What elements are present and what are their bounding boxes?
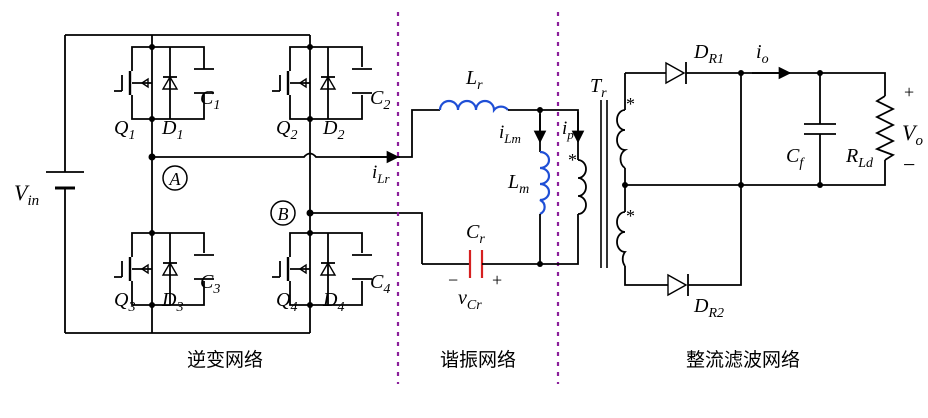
rectifier-filter-network: * Tr * * DR1 io DR2 xyxy=(568,41,923,321)
dc-source-vin xyxy=(46,171,84,190)
secondary-top-dot: * xyxy=(626,94,635,114)
vo-plus: + xyxy=(904,82,914,102)
node-a-marker xyxy=(162,165,188,191)
c2-label: C2 xyxy=(370,87,390,113)
vcr-label: vCr xyxy=(458,287,482,313)
d4-label: D4 xyxy=(322,289,344,315)
lm-label: Lm xyxy=(507,171,529,197)
transformer-secondary-bottom xyxy=(616,211,627,267)
vin-label: Vin xyxy=(14,180,39,209)
primary-dot: * xyxy=(568,150,577,170)
lr-label: Lr xyxy=(465,67,483,93)
vcr-minus: − xyxy=(448,270,458,290)
rld-resistor xyxy=(874,95,896,161)
switch-q4 xyxy=(272,230,372,308)
cr-label: Cr xyxy=(466,221,485,247)
lm-inductor xyxy=(539,150,551,215)
node-b-wire xyxy=(310,212,423,264)
node-b-marker xyxy=(270,200,296,226)
rld-label: RLd xyxy=(845,145,874,171)
switch-q3 xyxy=(114,230,214,308)
section-title-rectifier: 整流滤波网络 xyxy=(686,349,800,371)
inverter-network: Vin A B xyxy=(14,34,423,334)
diode-dr1 xyxy=(665,61,686,85)
vo-minus: − xyxy=(903,152,915,177)
q3-label: Q3 xyxy=(114,289,135,315)
d1-label: D1 xyxy=(161,117,183,143)
io-label: io xyxy=(756,41,769,67)
ip-label: ip xyxy=(562,118,574,142)
vo-label: Vo xyxy=(902,120,923,149)
diode-dr2 xyxy=(667,273,688,297)
dr1-label: DR1 xyxy=(693,41,724,67)
secondary-bottom-dot: * xyxy=(626,206,635,226)
q4-label: Q4 xyxy=(276,289,297,315)
q1-label: Q1 xyxy=(114,117,135,143)
node-b-label: B xyxy=(278,204,289,224)
lr-inductor xyxy=(438,99,509,114)
resonant-network: iLr Lr iLm Lm ip Cr − + vCr xyxy=(360,67,585,313)
ilm-label: iLm xyxy=(499,122,521,146)
d2-label: D2 xyxy=(322,117,344,143)
section-title-inverter: 逆变网络 xyxy=(187,349,263,371)
q2-label: Q2 xyxy=(276,117,297,143)
vcr-plus: + xyxy=(492,270,502,290)
transformer-primary xyxy=(577,159,587,215)
switch-q2 xyxy=(272,44,372,122)
switch-q1 xyxy=(114,44,214,122)
ilr-label: iLr xyxy=(372,162,391,186)
tr-label: Tr xyxy=(590,75,607,101)
node-a-wire xyxy=(152,152,400,158)
section-title-resonant: 谐振网络 xyxy=(440,349,516,371)
dr2-label: DR2 xyxy=(693,295,724,321)
c4-label: C4 xyxy=(370,271,390,297)
transformer-secondary-top xyxy=(616,109,629,169)
c3-label: C3 xyxy=(200,271,220,297)
cf-label: Cf xyxy=(786,145,805,171)
d3-label: D3 xyxy=(161,289,183,315)
c1-label: C1 xyxy=(200,87,220,113)
node-a-label: A xyxy=(169,169,182,189)
